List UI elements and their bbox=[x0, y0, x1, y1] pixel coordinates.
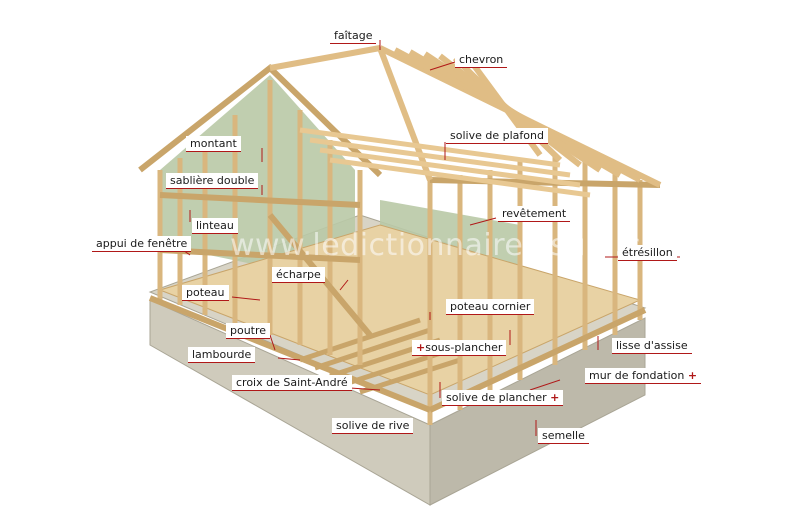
plus-sign: + bbox=[687, 369, 698, 382]
watermark: www.ledictionnairevisuel.com bbox=[230, 228, 690, 263]
label-text: sous-plancher bbox=[425, 341, 503, 354]
label-appui-fenetre: appui de fenêtre bbox=[92, 236, 192, 252]
label-montant: montant bbox=[186, 136, 241, 152]
label-poteau-cornier: poteau cornier bbox=[446, 299, 535, 315]
label-poteau: poteau bbox=[182, 285, 229, 301]
label-chevron: chevron bbox=[455, 52, 508, 68]
label-sabliere-double: sablière double bbox=[166, 173, 259, 189]
label-solive-plancher: solive de plancher + bbox=[442, 390, 564, 406]
label-etresillon: étrésillon bbox=[618, 245, 677, 261]
label-echarpe: écharpe bbox=[272, 267, 325, 283]
label-revetement: revêtement bbox=[498, 206, 571, 222]
label-semelle: semelle bbox=[538, 428, 589, 444]
label-lisse-assise: lisse d'assise bbox=[612, 338, 692, 354]
label-text: mur de fondation bbox=[589, 369, 685, 382]
label-poutre: poutre bbox=[226, 323, 271, 339]
label-linteau: linteau bbox=[192, 218, 238, 234]
label-lambourde: lambourde bbox=[188, 347, 256, 363]
plus-sign: + bbox=[416, 341, 426, 354]
label-croix-saint-andre: croix de Saint-André bbox=[232, 375, 352, 391]
ceiling-joists bbox=[299, 127, 591, 198]
label-text: solive de plancher bbox=[446, 391, 547, 404]
label-solive-rive: solive de rive bbox=[332, 418, 414, 434]
label-solive-plafond: solive de plafond bbox=[446, 128, 548, 144]
label-sous-plancher: +sous-plancher bbox=[412, 340, 507, 356]
plus-sign: + bbox=[550, 391, 560, 404]
label-faitage: faîtage bbox=[330, 28, 377, 44]
label-mur-fondation: mur de fondation + bbox=[585, 368, 702, 384]
